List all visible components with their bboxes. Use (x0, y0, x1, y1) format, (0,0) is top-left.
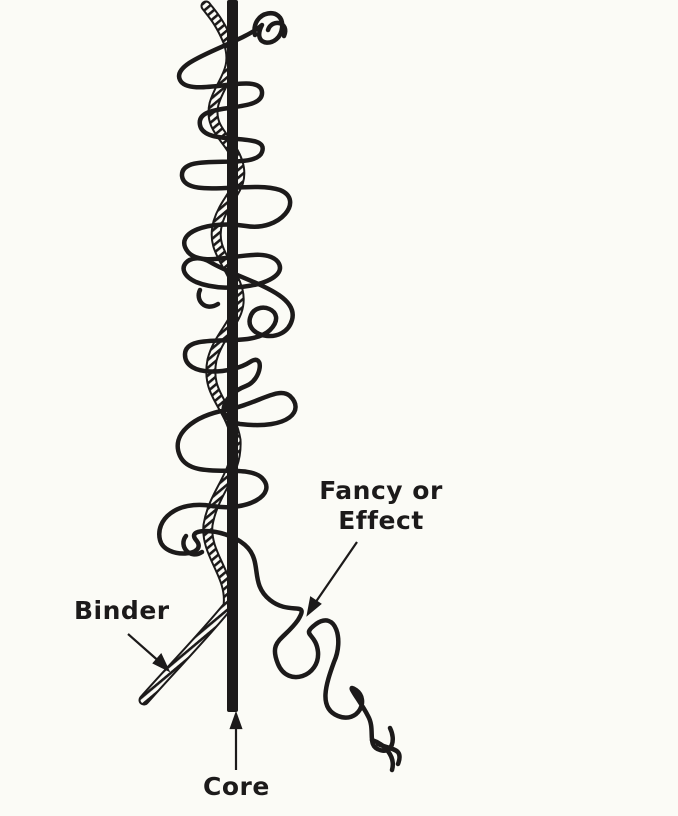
fancy-arrow (306, 541, 358, 617)
binder-label: Binder (74, 596, 170, 625)
leader-arrows (127, 541, 358, 770)
binder-arrow (127, 633, 171, 673)
core-label: Core (203, 772, 270, 801)
fancy-effect-label: Fancy or Effect (306, 476, 456, 536)
fancy-effect-label-line2: Effect (338, 506, 424, 535)
core-arrow (229, 710, 243, 770)
fancy-effect-label-line1: Fancy or (319, 476, 443, 505)
fancy-effect-yarn (157, 11, 402, 773)
